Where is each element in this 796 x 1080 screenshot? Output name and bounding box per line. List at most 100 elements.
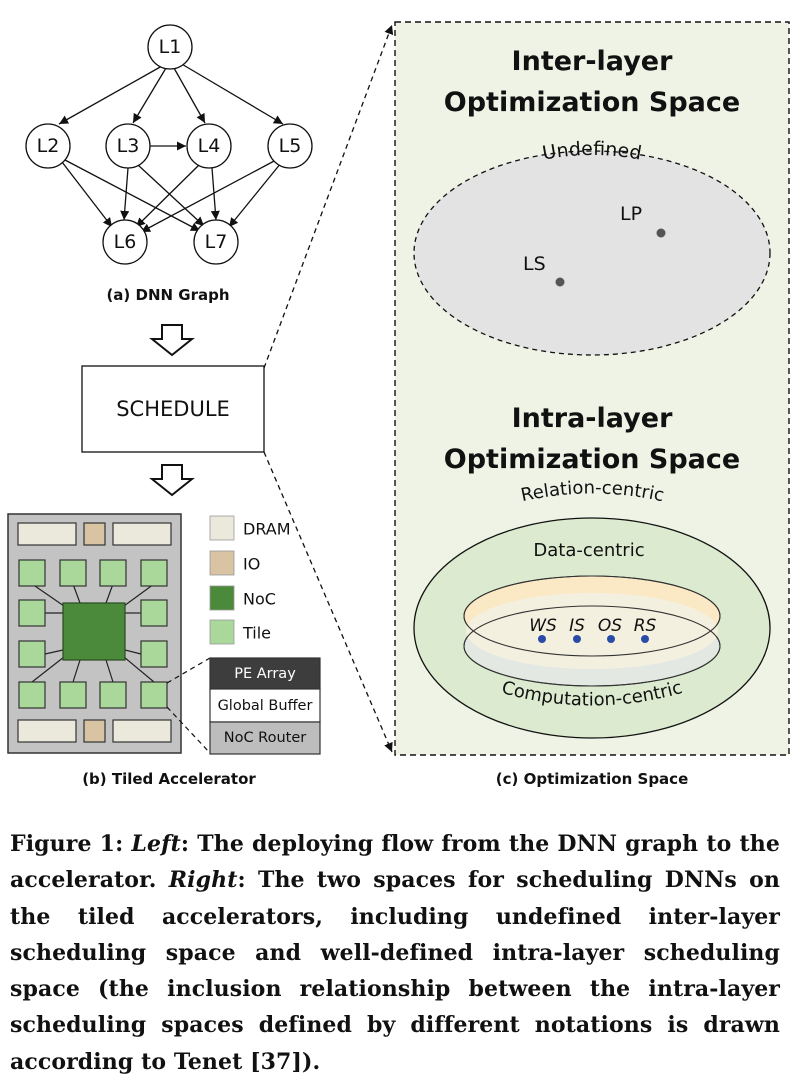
data-centric-label: Data-centric xyxy=(533,540,644,561)
dataflow-overlap xyxy=(466,593,718,669)
tile xyxy=(18,640,46,668)
dataflow-rs-point xyxy=(641,635,649,643)
legend-swatch-tile xyxy=(209,619,235,645)
caption-label: Figure 1: xyxy=(10,831,124,857)
edge-l5-l7 xyxy=(228,162,282,228)
io-block xyxy=(83,522,106,546)
node-label: L7 xyxy=(205,231,228,253)
node-l6 xyxy=(102,219,148,265)
legend-swatch-io xyxy=(209,550,235,576)
zoom-line xyxy=(166,706,211,754)
node-label: L4 xyxy=(198,135,221,157)
edge-l1-l5 xyxy=(179,62,284,125)
pe-array-label: PE Array xyxy=(234,666,296,682)
legend-label: Tile xyxy=(242,624,271,643)
node-label: L3 xyxy=(117,135,140,157)
node-l5 xyxy=(267,123,313,169)
caption-left-word: Left xyxy=(131,831,181,857)
node-l2 xyxy=(25,123,71,169)
legend-swatch-noc xyxy=(209,585,235,611)
tile xyxy=(18,599,46,627)
figure-1: L1 L2 L3 L4 L5 L6 L7 (a) DNN Graph SCHED… xyxy=(7,21,790,788)
edge-l3-l6 xyxy=(120,167,130,221)
dnn-graph xyxy=(58,62,284,233)
ls-label: LS xyxy=(523,253,546,275)
dataflow-ws-point xyxy=(538,635,546,643)
schedule-label: SCHEDULE xyxy=(116,397,230,421)
node-label: L6 xyxy=(114,231,137,253)
edge-l1-l2 xyxy=(58,65,163,125)
edge-l2-l6 xyxy=(61,161,113,228)
noc-router-label: NoC Router xyxy=(224,730,307,746)
intra-title-line1: Intra-layer xyxy=(512,403,673,434)
node-label: L2 xyxy=(37,135,60,157)
subcaption-b: (b) Tiled Accelerator xyxy=(82,770,256,788)
inter-title-line2: Optimization Space xyxy=(444,87,740,118)
caption-right-text: : The two spaces for scheduling DNNs on … xyxy=(10,867,780,1075)
figure-caption: Figure 1: Left: The deploying flow from … xyxy=(10,826,780,1080)
edge-l1-l3 xyxy=(132,67,167,124)
subcaption-c: (c) Optimization Space xyxy=(496,770,689,788)
tile xyxy=(99,559,127,587)
edge-l5-l6 xyxy=(140,159,277,233)
dram-block xyxy=(17,522,77,546)
inter-layer-space xyxy=(413,150,771,356)
tile-detail xyxy=(209,657,321,755)
lp-label: LP xyxy=(620,203,642,225)
dataflow-os-point xyxy=(607,635,615,643)
tile xyxy=(140,681,168,709)
node-l3 xyxy=(105,123,151,169)
io-block xyxy=(83,719,106,743)
global-buffer-label: Global Buffer xyxy=(218,698,313,714)
edge-l4-l6 xyxy=(135,163,201,228)
global-buffer-block xyxy=(209,688,321,723)
schedule-box xyxy=(81,365,265,453)
node-l7 xyxy=(193,219,239,265)
lp-point xyxy=(656,228,666,238)
intra-title-line2: Optimization Space xyxy=(444,444,740,475)
tiled-accelerator xyxy=(7,513,182,754)
edge-l1-l4 xyxy=(173,67,206,124)
tile xyxy=(99,681,127,709)
inter-title-line1: Inter-layer xyxy=(512,46,674,77)
tile xyxy=(18,681,46,709)
dram-block xyxy=(112,522,172,546)
caption-left-text: : The deploying flow from the DNN graph … xyxy=(10,831,780,894)
dataflow-ws-label: WS xyxy=(529,616,557,636)
tile xyxy=(140,640,168,668)
node-label: L1 xyxy=(159,36,182,58)
noc-block xyxy=(62,602,126,661)
edge-l3-l7 xyxy=(137,164,205,227)
subcaption-a: (a) DNN Graph xyxy=(106,286,229,304)
dram-block xyxy=(17,719,77,743)
edge-l4-l7 xyxy=(210,167,220,221)
caption-right-word: Right xyxy=(168,867,238,894)
pe-array-block xyxy=(209,657,321,690)
dram-block xyxy=(112,719,172,743)
tile xyxy=(140,559,168,587)
tile xyxy=(59,559,87,587)
dataflow-os-label: OS xyxy=(598,616,622,636)
edge-l2-l7 xyxy=(64,159,201,232)
legend-swatch-dram xyxy=(209,515,235,541)
tile xyxy=(59,681,87,709)
accelerator-legend xyxy=(209,515,235,645)
flow-arrow-icon xyxy=(149,464,195,497)
dataflow-is-point xyxy=(573,635,581,643)
zoom-line-top xyxy=(263,24,394,369)
zoom-line-bottom xyxy=(263,451,393,753)
legend-label: IO xyxy=(243,555,260,574)
legend-label: NoC xyxy=(243,590,276,609)
tile xyxy=(140,599,168,627)
dataflow-is-label: IS xyxy=(569,616,585,636)
node-label: L5 xyxy=(279,135,302,157)
tile xyxy=(18,559,46,587)
legend-label: DRAM xyxy=(243,520,291,539)
node-l4 xyxy=(186,123,232,169)
ls-point xyxy=(555,277,565,287)
node-l1 xyxy=(147,24,193,70)
graph-nodes xyxy=(25,24,313,265)
noc-router-block xyxy=(209,721,321,755)
dataflow-rs-label: RS xyxy=(634,616,657,636)
flow-arrow-icon xyxy=(149,324,195,357)
